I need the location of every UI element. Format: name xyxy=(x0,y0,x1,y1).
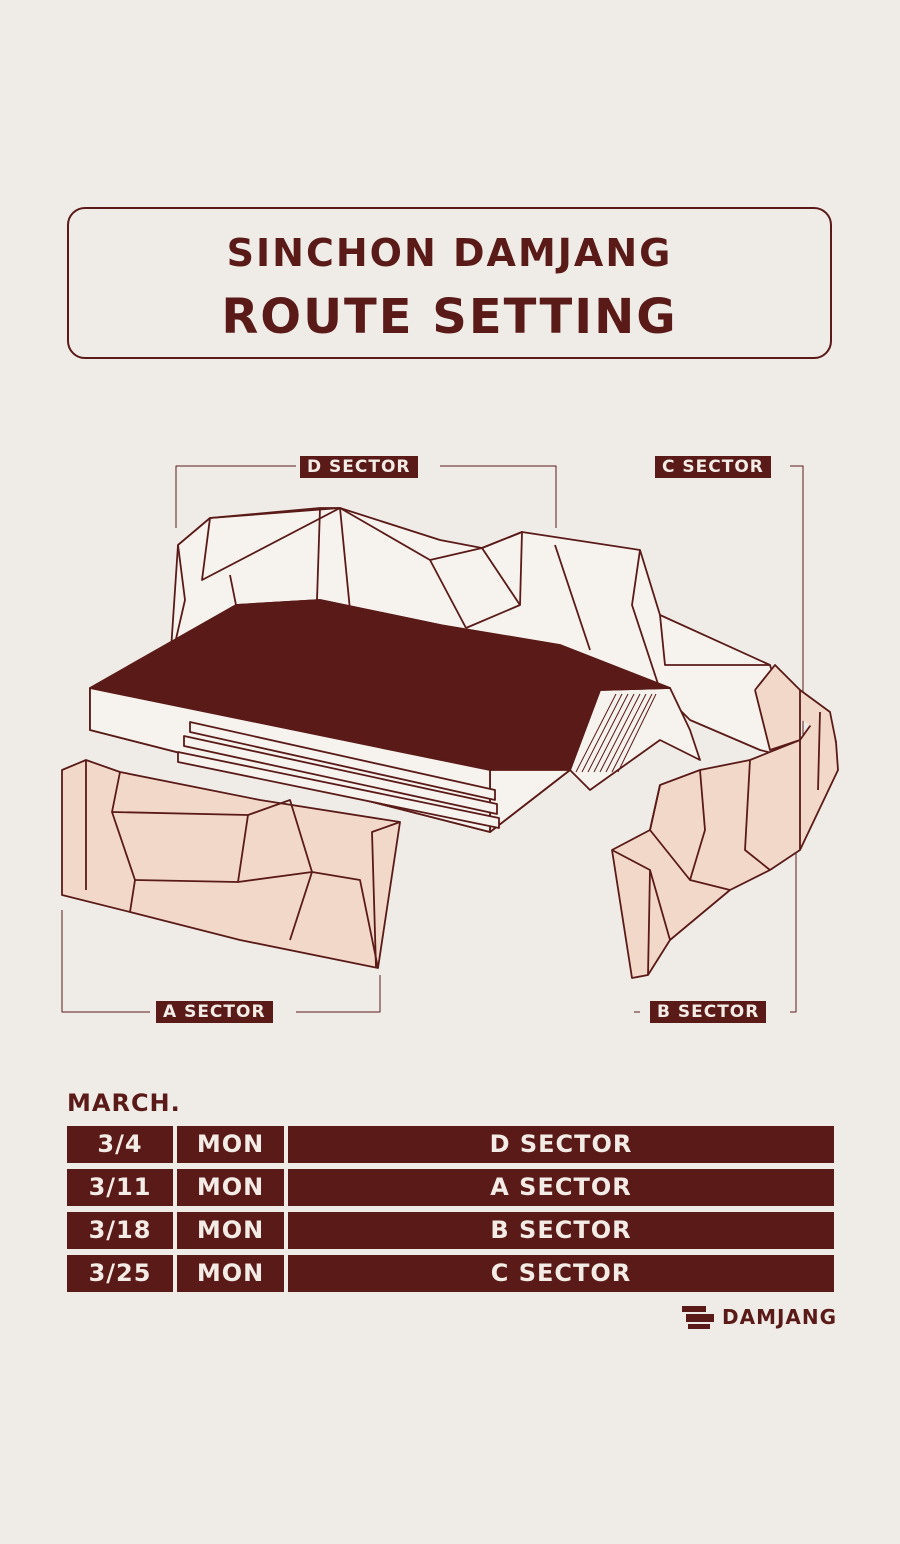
b-sector-wall xyxy=(611,664,839,979)
damjang-logo: DAMJANG xyxy=(680,1303,837,1331)
schedule-date: 3/4 xyxy=(67,1126,173,1163)
schedule-sector: B SECTOR xyxy=(288,1212,834,1249)
schedule-row: 3/25 MON C SECTOR xyxy=(67,1255,834,1292)
c-sector-bracket xyxy=(790,465,804,740)
schedule-row: 3/11 MON A SECTOR xyxy=(67,1169,834,1206)
a-sector-label: A SECTOR xyxy=(156,1001,273,1023)
schedule-day: MON xyxy=(177,1255,284,1292)
d-sector-bracket xyxy=(175,465,296,528)
title-line-2: ROUTE SETTING xyxy=(221,289,678,345)
schedule-row: 3/18 MON B SECTOR xyxy=(67,1212,834,1249)
title-line-1: SINCHON DAMJANG xyxy=(226,231,673,275)
title-box: SINCHON DAMJANG ROUTE SETTING xyxy=(67,207,832,359)
c-sector-label: C SECTOR xyxy=(655,456,771,478)
b-sector-bracket xyxy=(790,850,797,1013)
schedule-row: 3/4 MON D SECTOR xyxy=(67,1126,834,1163)
schedule-day: MON xyxy=(177,1126,284,1163)
schedule-sector: C SECTOR xyxy=(288,1255,834,1292)
b-sector-label: B SECTOR xyxy=(650,1001,767,1023)
a-sector-bracket xyxy=(61,910,150,1013)
floor-platform xyxy=(89,599,701,833)
d-sector-label: D SECTOR xyxy=(300,456,418,478)
schedule-sector: D SECTOR xyxy=(288,1126,834,1163)
schedule-date: 3/18 xyxy=(67,1212,173,1249)
a-sector-wall xyxy=(61,759,401,969)
damjang-logo-icon xyxy=(682,1306,714,1329)
schedule-date: 3/11 xyxy=(67,1169,173,1206)
gym-wall-diagram xyxy=(61,465,839,1013)
schedule-day: MON xyxy=(177,1212,284,1249)
schedule-day: MON xyxy=(177,1169,284,1206)
month-heading: MARCH. xyxy=(67,1089,181,1117)
schedule-sector: A SECTOR xyxy=(288,1169,834,1206)
schedule-date: 3/25 xyxy=(67,1255,173,1292)
logo-text: DAMJANG xyxy=(722,1305,838,1329)
